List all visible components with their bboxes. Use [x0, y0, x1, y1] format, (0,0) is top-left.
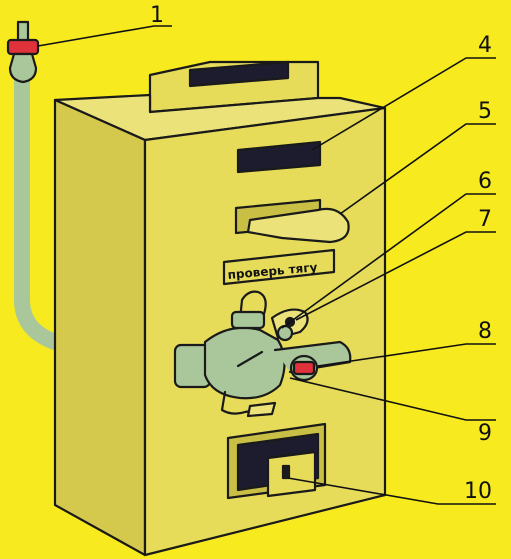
draft-flap: [234, 198, 350, 244]
label-1: 1: [150, 3, 164, 28]
label-5: 5: [478, 99, 492, 124]
label-10: 10: [464, 479, 492, 504]
draft-check-plate: проверь тягу: [222, 248, 336, 286]
pipe-plug: [6, 20, 40, 84]
label-4: 4: [478, 33, 492, 58]
label-9: 9: [478, 421, 492, 446]
viewing-window: [236, 140, 322, 174]
lower-door: [226, 422, 327, 500]
label-7: 7: [478, 207, 492, 232]
label-6: 6: [478, 169, 492, 194]
leader-lines: [37, 25, 496, 505]
label-8: 8: [478, 319, 492, 344]
